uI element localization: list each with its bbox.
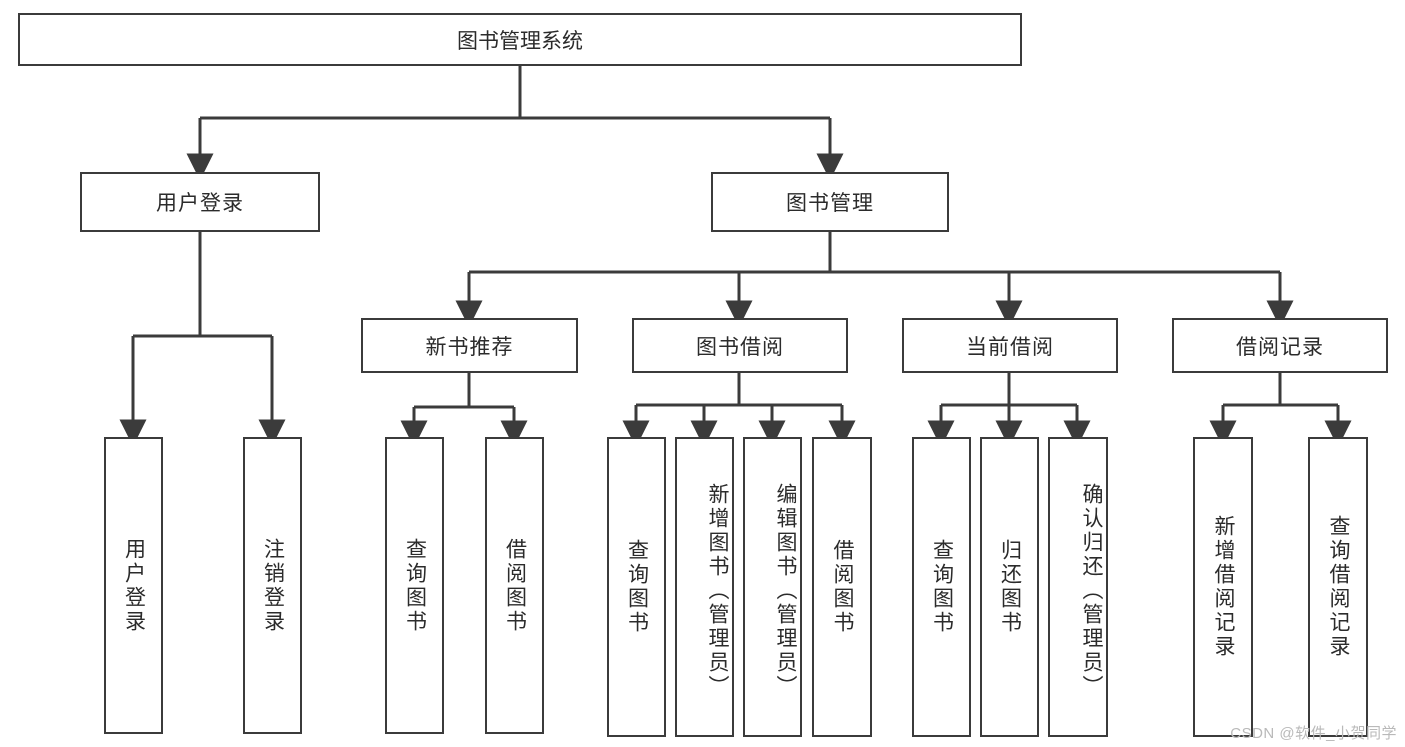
node-user-login[interactable]: 用户登录 — [80, 172, 320, 232]
node-book-management[interactable]: 图书管理 — [711, 172, 949, 232]
leaf-borrow-edit-book-admin[interactable]: 编辑图书（管理员） — [743, 437, 802, 737]
leaf-current-confirm-return-admin[interactable]: 确认归还（管理员） — [1048, 437, 1108, 737]
leaf-borrow-add-book-admin[interactable]: 新增图书（管理员） — [675, 437, 734, 737]
leaf-record-add-record[interactable]: 新增借阅记录 — [1193, 437, 1253, 737]
watermark: CSDN @软件_小贺同学 — [1230, 725, 1397, 742]
node-current-borrow[interactable]: 当前借阅 — [902, 318, 1118, 373]
leaf-user-login-logout[interactable]: 注销登录 — [243, 437, 302, 734]
leaf-new-book-borrow[interactable]: 借阅图书 — [485, 437, 544, 734]
node-book-borrow[interactable]: 图书借阅 — [632, 318, 848, 373]
node-new-book-recommend[interactable]: 新书推荐 — [361, 318, 578, 373]
leaf-new-book-query[interactable]: 查询图书 — [385, 437, 444, 734]
node-borrow-record[interactable]: 借阅记录 — [1172, 318, 1388, 373]
leaf-current-query-book[interactable]: 查询图书 — [912, 437, 971, 737]
leaf-borrow-query-book[interactable]: 查询图书 — [607, 437, 666, 737]
leaf-record-query-record[interactable]: 查询借阅记录 — [1308, 437, 1368, 737]
node-root-system[interactable]: 图书管理系统 — [18, 13, 1022, 66]
leaf-borrow-borrow-book[interactable]: 借阅图书 — [812, 437, 872, 737]
leaf-user-login-login[interactable]: 用户登录 — [104, 437, 163, 734]
leaf-current-return-book[interactable]: 归还图书 — [980, 437, 1039, 737]
